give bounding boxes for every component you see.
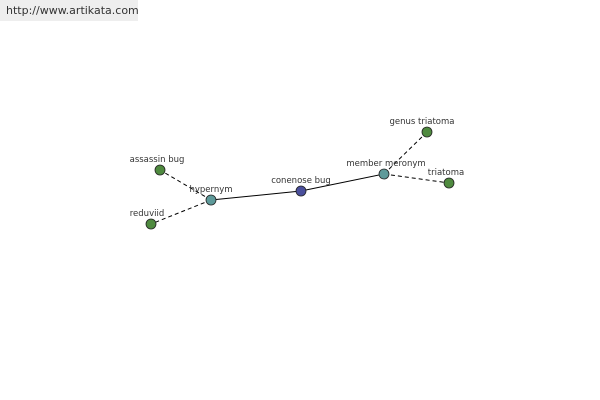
node-marker-conenose-bug[interactable] bbox=[295, 185, 307, 197]
node-marker-assassin-bug[interactable] bbox=[154, 164, 166, 176]
node-hypernym[interactable]: hypernym bbox=[189, 185, 233, 206]
edge-conenose-bug-member-meronym bbox=[300, 173, 385, 192]
node-label-member-meronym: member meronym bbox=[346, 159, 425, 169]
edge-hypernym-assassin-bug bbox=[159, 169, 212, 201]
node-label-reduviid: reduviid bbox=[130, 209, 164, 219]
node-marker-reduviid[interactable] bbox=[145, 218, 157, 230]
edge-hypernym-reduviid bbox=[150, 199, 212, 225]
node-label-assassin-bug: assassin bug bbox=[130, 155, 185, 165]
node-label-genus-triatoma: genus triatoma bbox=[390, 117, 455, 127]
node-conenose-bug[interactable]: conenose bug bbox=[271, 176, 331, 197]
node-label-hypernym: hypernym bbox=[189, 185, 232, 195]
edge-member-meronym-genus-triatoma bbox=[383, 131, 428, 175]
graph-nodes: conenose bug hypernym member meronym assass… bbox=[130, 117, 464, 230]
url-text[interactable]: http://www.artikata.com bbox=[6, 4, 139, 17]
edge-conenose-bug-hypernym bbox=[210, 190, 302, 201]
node-marker-genus-triatoma[interactable] bbox=[421, 126, 433, 138]
node-genus-triatoma[interactable]: genus triatoma bbox=[390, 117, 455, 138]
node-member-meronym[interactable]: member meronym bbox=[346, 159, 426, 180]
node-marker-hypernym[interactable] bbox=[205, 194, 217, 206]
url-banner: http://www.artikata.com bbox=[0, 0, 139, 21]
edge-member-meronym-triatoma bbox=[383, 173, 450, 184]
node-reduviid[interactable]: reduviid bbox=[130, 209, 164, 230]
node-label-conenose-bug: conenose bug bbox=[271, 176, 331, 186]
node-assassin-bug[interactable]: assassin bug bbox=[130, 155, 185, 176]
node-label-triatoma: triatoma bbox=[428, 168, 464, 178]
node-triatoma[interactable]: triatoma bbox=[428, 168, 464, 189]
node-marker-member-meronym[interactable] bbox=[378, 168, 390, 180]
node-marker-triatoma[interactable] bbox=[443, 177, 455, 189]
graph-edges bbox=[150, 131, 450, 225]
